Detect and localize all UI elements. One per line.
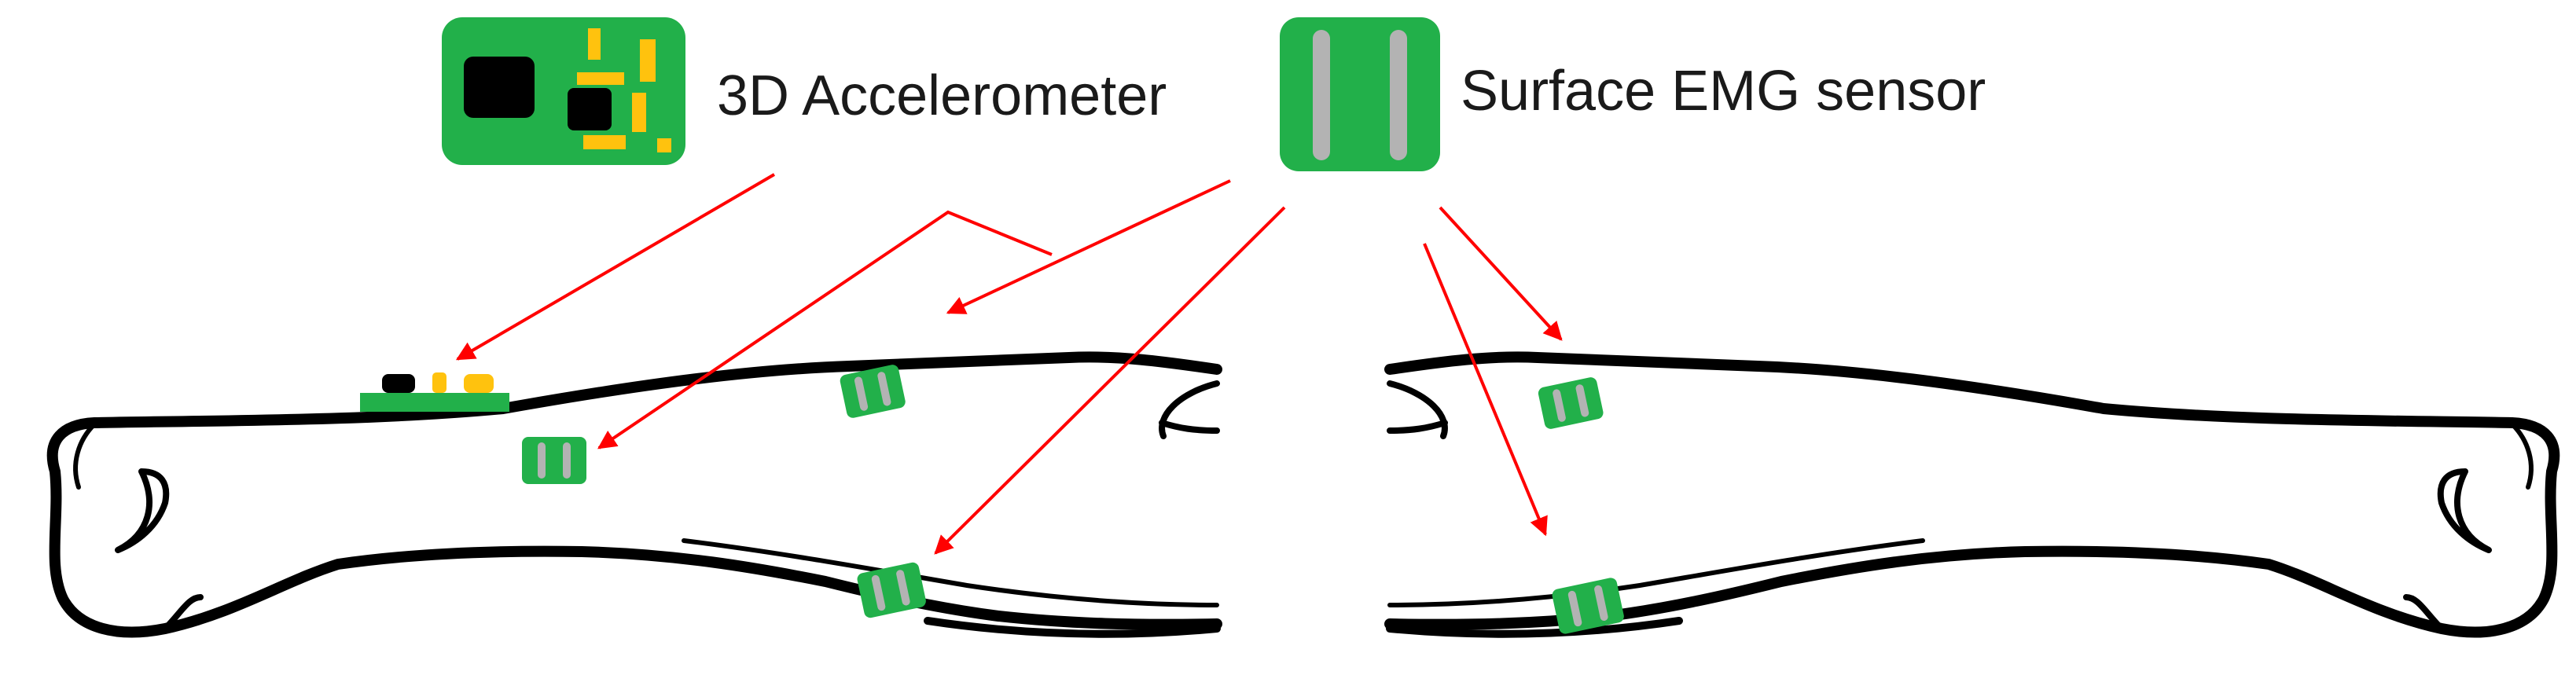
- right-arm-outline: [1384, 351, 2560, 638]
- emg-sensor-left-forearm-bottom: [857, 562, 926, 618]
- emg-sensor-left-upperarm: [522, 437, 586, 484]
- arrow-emg-right-top: [1439, 206, 1563, 341]
- arrow-emg-forearm-bottom: [934, 206, 1286, 555]
- left-arm-outline: [46, 351, 1222, 638]
- arrow-accelerometer: [455, 173, 776, 361]
- accelerometer-on-arm: [360, 372, 509, 412]
- emg-sensor-right-forearm-top: [1538, 377, 1604, 429]
- pointer-arrows: [455, 173, 1563, 555]
- arrow-bracket: [597, 210, 1053, 449]
- emg-sensor-left-forearm-top: [840, 365, 906, 418]
- emg-sensor-label: Surface EMG sensor: [1461, 60, 1986, 123]
- accelerometer-board-icon: [442, 17, 685, 165]
- emg-sensor-right-forearm-bottom: [1552, 578, 1624, 634]
- emg-sensor-icon: [1280, 17, 1440, 171]
- accelerometer-label: 3D Accelerometer: [717, 64, 1167, 127]
- arrow-emg-forearm-top: [946, 179, 1231, 314]
- arrow-emg-right-bottom: [1423, 243, 1548, 537]
